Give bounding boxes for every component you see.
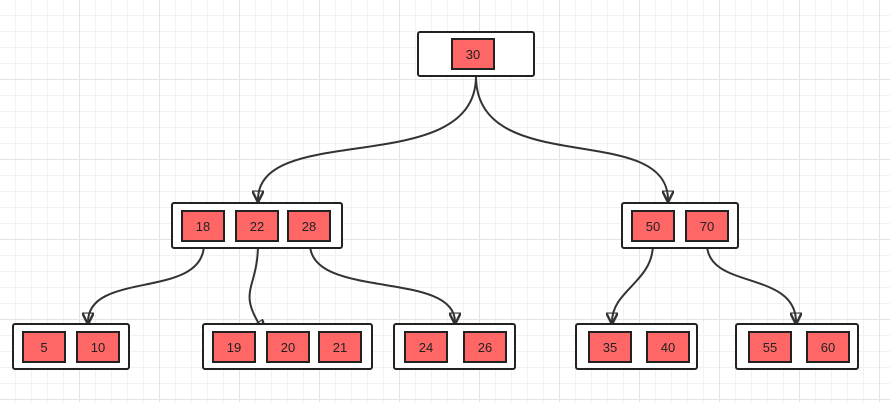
key-box: 19 [212,331,256,363]
key-box: 20 [266,331,310,363]
key-box: 18 [181,210,225,242]
leaf-node: 19 20 21 [202,323,373,370]
key-box: 30 [451,38,495,70]
edge-22-to-leaf [248,243,263,330]
edge-28-to-leaf [309,243,455,322]
key-box: 70 [685,210,729,242]
key-box: 60 [806,331,850,363]
key-box: 50 [631,210,675,242]
edge-50-to-leaf [612,243,654,322]
key-box: 21 [318,331,362,363]
edge-root-to-left [258,75,477,200]
root-node: 30 [417,31,535,77]
key-box: 10 [76,331,120,363]
key-box: 24 [404,331,448,363]
leaf-node: 24 26 [393,323,516,370]
key-box: 22 [235,210,279,242]
key-box: 40 [646,331,690,363]
key-box: 5 [22,331,66,363]
edge-root-to-right [475,75,668,200]
edge-70-to-leaf [706,243,796,322]
key-box: 35 [588,331,632,363]
internal-node-right: 50 70 [621,202,739,249]
key-box: 26 [463,331,507,363]
leaf-node: 55 60 [735,323,859,370]
leaf-node: 5 10 [12,323,130,370]
internal-node-left: 18 22 28 [171,202,343,249]
key-box: 28 [287,210,331,242]
edge-18-to-leaf [88,243,205,322]
leaf-node: 35 40 [575,323,698,370]
key-box: 55 [748,331,792,363]
